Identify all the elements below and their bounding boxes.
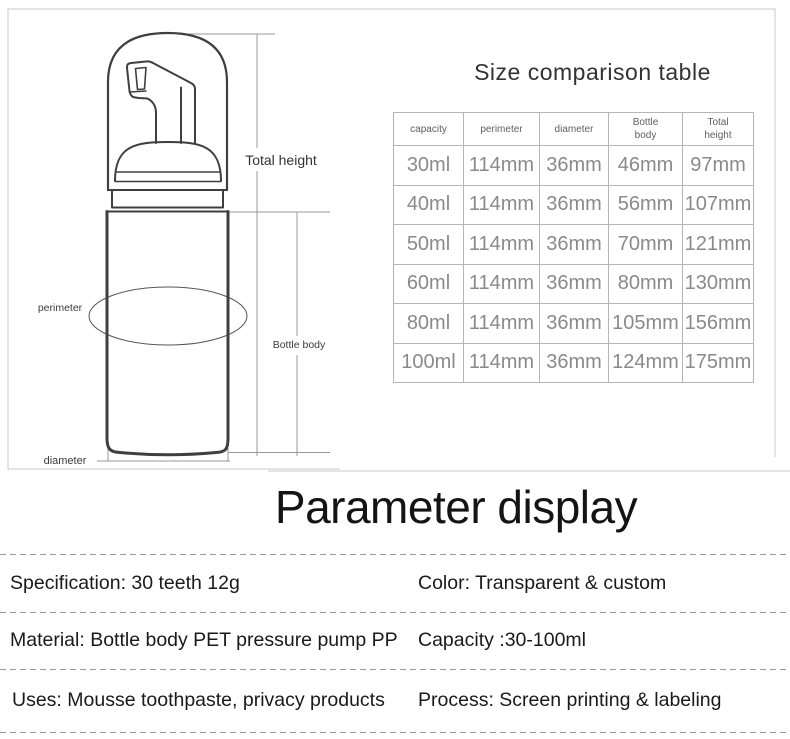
table-row: 30ml 114mm 36mm 46mm 97mm <box>393 145 754 186</box>
diagram-labels: Total height Bottle body perimeter diame… <box>38 151 326 467</box>
table-row: 80ml 114mm 36mm 105mm 156mm <box>393 303 754 344</box>
dashed-divider <box>0 612 790 613</box>
bottle-size-diagram: Total height Bottle body perimeter diame… <box>7 8 790 472</box>
diameter-label: diameter <box>44 455 87 467</box>
perimeter-ellipse <box>88 286 248 346</box>
col-header-total-height: Total height <box>682 112 754 146</box>
table-row: 60ml 114mm 36mm 80mm 130mm <box>393 263 754 304</box>
pump-head <box>125 60 196 144</box>
col-header-diameter: diameter <box>539 112 609 146</box>
dashed-divider <box>0 732 790 733</box>
bottle-body-outline <box>105 210 230 457</box>
dashed-divider <box>0 669 790 670</box>
spec-process: Process: Screen printing & labeling <box>418 689 722 711</box>
dashed-divider <box>0 554 790 555</box>
table-row: 40ml 114mm 36mm 56mm 107mm <box>393 184 754 225</box>
table-row: 100ml 114mm 36mm 124mm 175mm <box>393 342 754 383</box>
bottle-cap-outline <box>106 31 229 192</box>
col-header-capacity: capacity <box>393 112 464 146</box>
table-header-row: capacity perimeter diameter Bottle body … <box>393 112 754 146</box>
spec-material: Material: Bottle body PET pressure pump … <box>10 629 398 651</box>
perimeter-label: perimeter <box>38 302 83 314</box>
size-comparison-table: capacity perimeter diameter Bottle body … <box>393 112 754 383</box>
total-height-label: Total height <box>245 152 317 168</box>
bottle-body-label: Bottle body <box>273 339 326 351</box>
col-header-bottle-body: Bottle body <box>608 112 683 146</box>
bottle-illustration <box>105 31 230 457</box>
spec-capacity: Capacity :30-100ml <box>418 629 586 651</box>
neck-band <box>111 189 224 209</box>
section-frame <box>7 8 790 472</box>
size-table-title: Size comparison table <box>474 59 711 85</box>
parameter-display-title: Parameter display <box>274 481 638 533</box>
dimension-lines <box>97 33 330 462</box>
col-header-perimeter: perimeter <box>463 112 540 146</box>
spec-color: Color: Transparent & custom <box>418 572 667 594</box>
spec-specification: Specification: 30 teeth 12g <box>10 572 240 594</box>
spec-uses: Uses: Mousse toothpaste, privacy product… <box>12 689 385 711</box>
table-row: 50ml 114mm 36mm 70mm 121mm <box>393 224 754 265</box>
pump-collar <box>114 141 222 183</box>
